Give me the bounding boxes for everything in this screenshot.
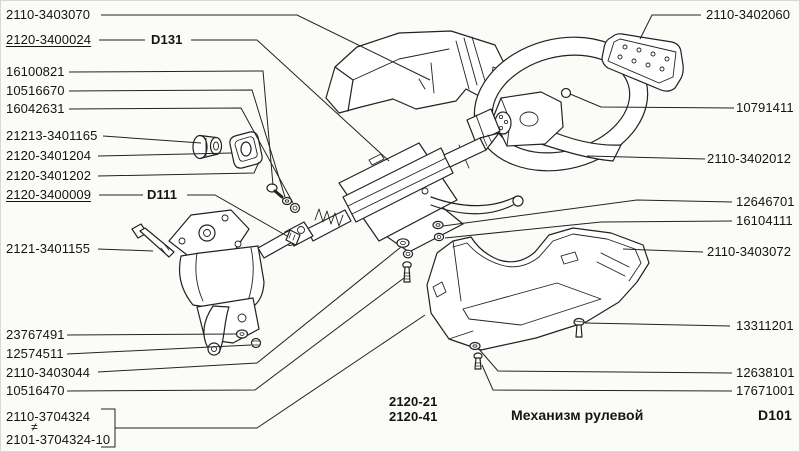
switch-panel-drawing [601, 33, 684, 92]
part-label-p21213: 21213-3401165 [6, 128, 98, 143]
leader-23767491 [66, 333, 237, 336]
part-label-p10516670: 10516670 [6, 83, 65, 98]
part-label-p3403072: 2110-3403072 [707, 244, 792, 259]
part-label-p16104111: 16104111 [736, 213, 793, 228]
shroud-washer-screw-drawing [469, 341, 483, 370]
part-label-d111: D111 [147, 187, 178, 202]
part-label-p3401155: 2121-3401155 [6, 241, 91, 256]
leader-13311201 [584, 322, 731, 327]
part-label-p3403044: 2110-3403044 [6, 365, 91, 380]
leader-3704324-group [115, 314, 426, 429]
leader-d111 [187, 194, 288, 237]
part-label-p3400024: 2120-3400024 [6, 32, 92, 47]
leader-12646701 [442, 199, 733, 227]
steering-column-drawing [284, 132, 524, 253]
leader-12574511 [66, 344, 252, 355]
part-label-p3401204: 2120-3401204 [6, 148, 92, 163]
steering-wheel-drawing [466, 36, 649, 172]
gearbox-mounting-bolt-drawing [131, 223, 175, 258]
leader-16104111 [444, 220, 733, 239]
leader-21213-3401165 [102, 135, 202, 144]
part-label-p16100821: 16100821 [6, 64, 65, 79]
leader-2110-3403044 [97, 246, 402, 373]
part-label-p23767491: 23767491 [6, 327, 65, 342]
part-label-p12646701: 12646701 [736, 194, 795, 209]
part-label-p3401202: 2120-3401202 [6, 168, 92, 183]
part-label-p3704324_10: 2101-3704324-10 [6, 432, 111, 447]
leader-2110-3402012 [586, 155, 706, 160]
part-label-d101: D101 [758, 407, 792, 423]
part-label-p13311201: 13311201 [736, 318, 794, 333]
leader-2121-3401155 [97, 248, 154, 252]
part-label-p3402060: 2110-3402060 [706, 7, 791, 22]
part-label-code21: 2120-21 [389, 394, 438, 409]
leader-2120-3401202 [97, 161, 260, 177]
part-label-p17671001: 17671001 [736, 383, 795, 398]
pitman-washer-nut-drawing [235, 329, 262, 349]
part-label-code41: 2120-41 [389, 409, 438, 424]
leader-2110-3403070 [101, 14, 431, 81]
bushing-retainer-drawing [229, 131, 263, 169]
part-label-title: Механизм рулевой [511, 407, 644, 423]
leader-12638101 [477, 347, 733, 374]
lower-column-shroud-drawing [426, 227, 650, 351]
small-bolt-washer-nut-drawing [266, 183, 301, 214]
leader-2110-3403072 [622, 248, 704, 253]
part-label-neq: ≠ [31, 420, 38, 434]
steering-gearbox-drawing [168, 209, 301, 356]
part-label-p3704324: 2110-3704324 [6, 409, 91, 424]
part-label-p10791411: 10791411 [736, 100, 794, 115]
part-label-p3402012: 2110-3402012 [707, 151, 792, 166]
shaft-bushing-drawing [192, 134, 223, 160]
leader-16042631 [68, 107, 294, 204]
leader-10791411 [569, 93, 735, 109]
part-label-p16042631: 16042631 [6, 101, 65, 116]
shroud-screw-right-drawing [573, 317, 585, 338]
leader-2110-3402060 [639, 14, 701, 40]
column-washer-nut-bolt-drawing [396, 238, 414, 283]
leader-17671001 [481, 364, 733, 392]
part-label-p3400009: 2120-3400009 [6, 187, 92, 202]
leader-2120-3401204 [97, 152, 233, 157]
column-washers-drawing [432, 220, 445, 242]
part-label-p3403070: 2110-3403070 [6, 7, 91, 22]
leader-10516470 [66, 277, 405, 392]
part-label-d131: D131 [151, 32, 183, 47]
part-label-p12638101: 12638101 [736, 365, 795, 380]
part-label-p12574511: 12574511 [6, 346, 64, 361]
part-label-p10516470: 10516470 [6, 383, 65, 398]
leader-d131 [191, 39, 390, 162]
leader-16100821 [68, 70, 274, 186]
leader-10516670 [68, 89, 286, 198]
